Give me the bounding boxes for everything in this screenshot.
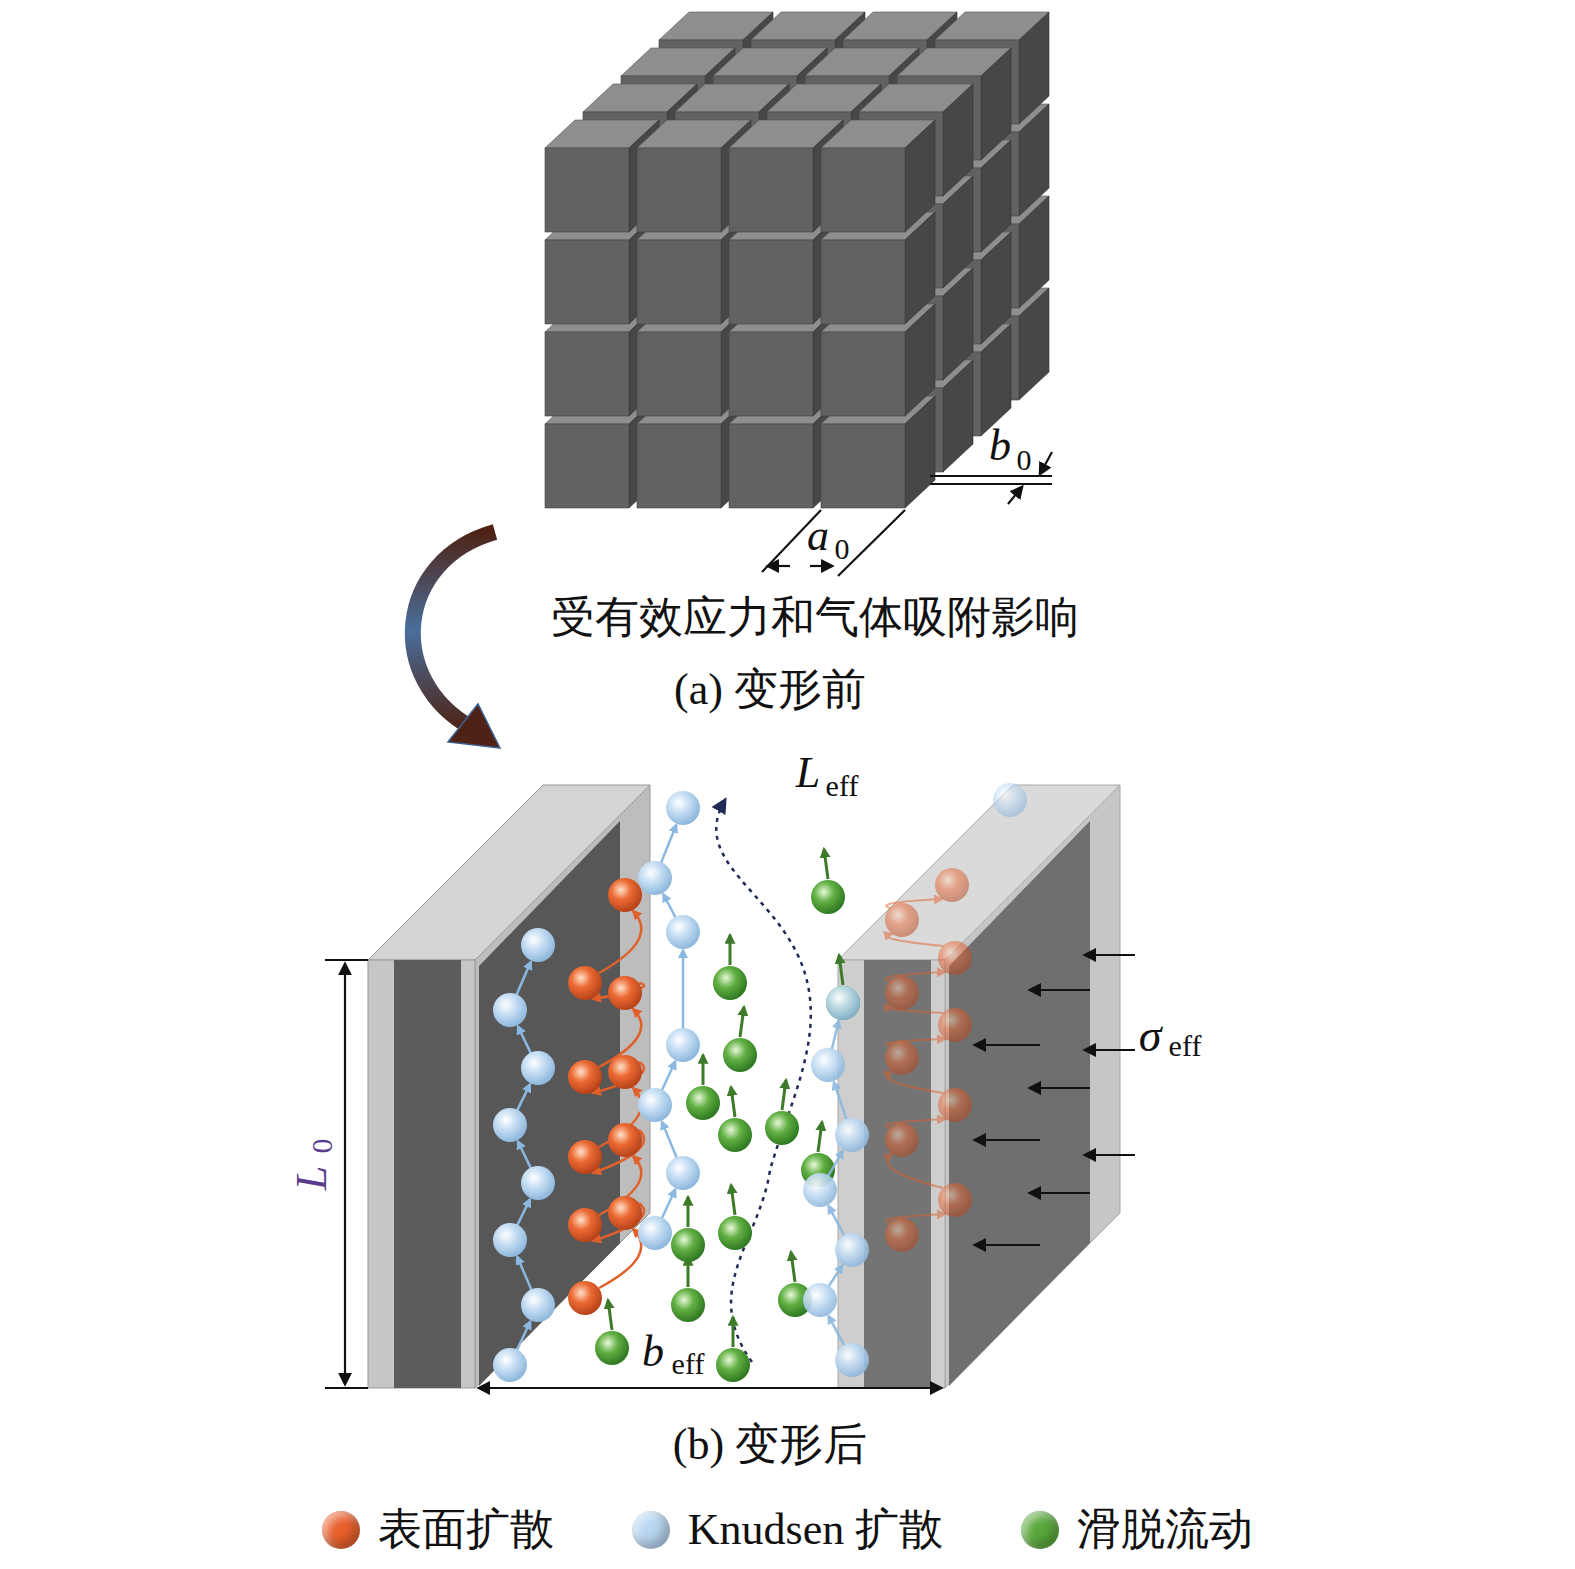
stress-symbol: σ — [1139, 1013, 1162, 1059]
annotation: 受有效应力和气体吸附影响 — [551, 596, 1079, 640]
subscript: eff — [826, 771, 859, 801]
dimension-lines — [762, 452, 1052, 576]
dimension-symbol: L — [796, 751, 820, 795]
subscript: eff — [672, 1349, 705, 1379]
legend-item: 滑脱流动 — [1021, 1506, 1253, 1554]
dimension-symbol: b — [989, 424, 1011, 468]
cube-grid — [545, 12, 1049, 508]
dimension-symbol: L — [290, 1166, 334, 1190]
subscript: 0 — [1017, 445, 1032, 475]
subscript: eff — [1169, 1031, 1202, 1061]
legend-swatch — [322, 1511, 360, 1549]
legend: 表面扩散 Knudsen 扩散 滑脱流动 — [0, 1506, 1575, 1554]
legend-item: Knudsen 扩散 — [632, 1506, 943, 1554]
legend-text: 表面扩散 — [378, 1506, 554, 1554]
transition-arrow — [413, 532, 500, 748]
legend-swatch — [632, 1511, 670, 1549]
gas-molecules — [493, 783, 1027, 1382]
effective-path — [716, 800, 810, 1362]
dimension-symbol: a — [807, 514, 829, 558]
subscript: 0 — [307, 1139, 337, 1154]
fracture-walls — [368, 785, 650, 1388]
legend-text: Knudsen 扩散 — [688, 1506, 943, 1554]
subfigure-caption: (a) 变形前 — [674, 668, 866, 712]
subscript: 0 — [835, 534, 850, 564]
dimension-lines — [325, 960, 941, 1388]
dimension-symbol: b — [642, 1330, 664, 1374]
legend-swatch — [1021, 1511, 1059, 1549]
subfigure-caption: (b) 变形后 — [673, 1423, 867, 1467]
legend-item: 表面扩散 — [322, 1506, 554, 1554]
legend-text: 滑脱流动 — [1077, 1506, 1253, 1554]
stress-arrows — [975, 955, 1135, 1245]
